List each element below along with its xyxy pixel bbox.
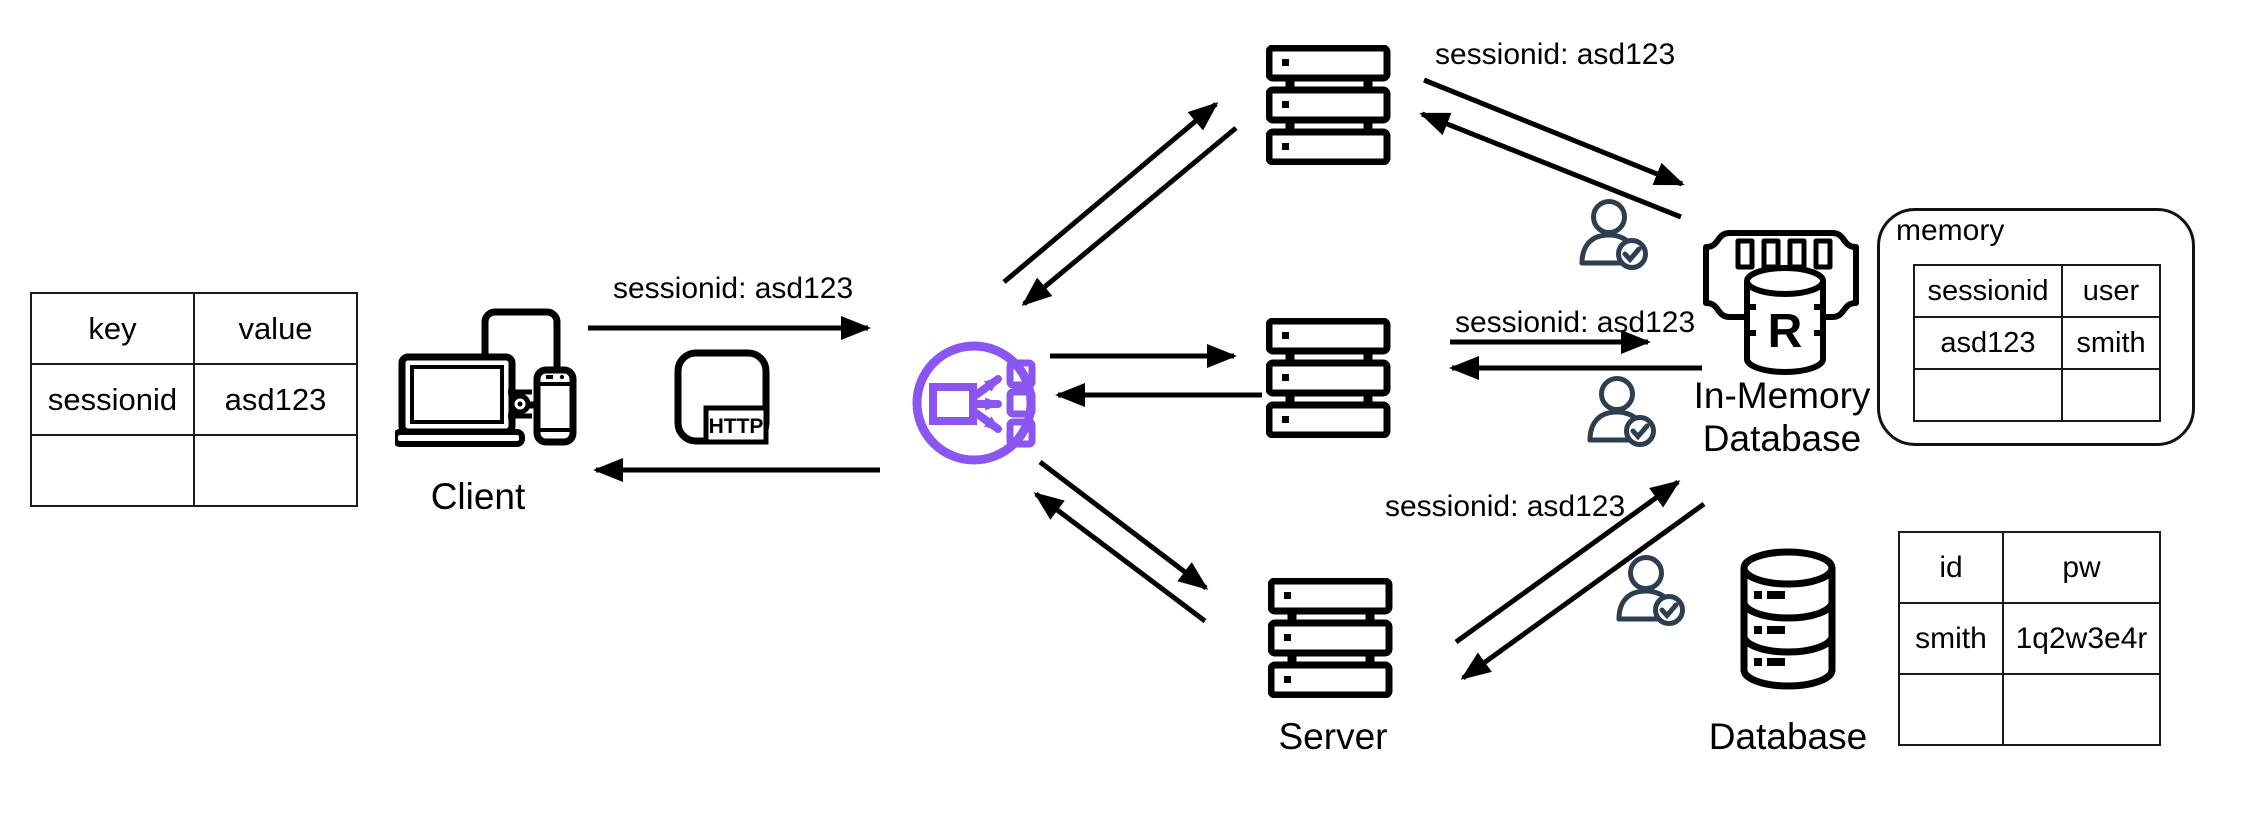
load-balancer-icon: [908, 337, 1040, 474]
table-row: smith 1q2w3e4r: [1898, 602, 2161, 675]
lb-target-square: [1006, 359, 1036, 389]
arrow-lb-to-server-bottom: [1038, 460, 1209, 590]
http-badge-text: HTTP: [709, 415, 764, 438]
http-badge: [703, 405, 769, 445]
table-row: sessionid user: [1913, 264, 2161, 318]
lb-target-square: [1006, 418, 1036, 448]
user-check-icon-top: [1575, 196, 1651, 279]
cell: [2002, 673, 2161, 746]
client-cookie-table: key value sessionid asd123: [30, 292, 358, 507]
cell: sessionid: [1913, 264, 2063, 318]
server-icon-bottom: [1267, 577, 1394, 703]
database-label: Database: [1708, 716, 1868, 757]
in-memory-label-line2: Database: [1702, 418, 1862, 459]
cell: key: [30, 292, 195, 365]
lb-fan-arrow: [972, 409, 1002, 433]
laptop-base: [392, 429, 525, 447]
lb-fan-arrow: [972, 375, 1002, 399]
arrow-imdb-to-server-bottom: [1460, 501, 1706, 681]
table-row: [1898, 673, 2161, 746]
session-label-client: sessionid: asd123: [613, 272, 854, 305]
cell: [2061, 368, 2161, 422]
cell: asd123: [1913, 316, 2063, 370]
server-icon-middle: [1265, 317, 1392, 443]
client-label: Client: [430, 476, 526, 517]
cell: user: [2061, 264, 2161, 318]
user-check-icon-middle: [1583, 373, 1659, 456]
credentials-table: id pw smith 1q2w3e4r: [1898, 531, 2161, 746]
cell: [30, 434, 195, 507]
arrow-server-top-to-imdb: [1423, 77, 1685, 187]
session-label-middle: sessionid: asd123: [1455, 306, 1696, 339]
cell: 1q2w3e4r: [2002, 602, 2161, 675]
in-memory-database-label: In-Memory Database: [1687, 374, 1877, 460]
arrow-server-top-to-lb: [1021, 126, 1238, 306]
cell: sessionid: [30, 363, 195, 436]
user-check-icon-bottom: [1612, 552, 1688, 635]
arrow-lb-to-server-top: [1002, 102, 1219, 284]
arrow-imdb-to-server-top: [1419, 111, 1682, 220]
redis-cylinder: [1744, 281, 1826, 375]
tablet-home-dot: [517, 401, 523, 407]
cell: value: [193, 292, 358, 365]
phone-camera-dot: [559, 374, 565, 380]
cell: id: [1898, 531, 2004, 604]
db-body: [1740, 568, 1836, 690]
cell: pw: [2002, 531, 2161, 604]
table-row: [1913, 368, 2161, 422]
phone-icon: [533, 366, 577, 446]
cell: [1913, 368, 2063, 422]
redis-cylinder-top: [1744, 265, 1826, 297]
table-row: key value: [30, 292, 358, 365]
table-row: id pw: [1898, 531, 2161, 604]
server-icon-top: [1265, 44, 1392, 170]
client-devices-icon: [392, 302, 585, 455]
server-label: Server: [1278, 716, 1388, 757]
session-label-top: sessionid: asd123: [1435, 38, 1676, 71]
arrow-server-bottom-to-imdb: [1454, 479, 1681, 645]
cell: smith: [2061, 316, 2161, 370]
db-top: [1740, 548, 1836, 588]
lb-target-square: [1006, 388, 1036, 418]
cell: smith: [1898, 602, 2004, 675]
cell: asd123: [193, 363, 358, 436]
arrow-server-bottom-to-lb: [1033, 492, 1207, 623]
table-row: sessionid asd123: [30, 363, 358, 436]
cell: [193, 434, 358, 507]
session-label-bottom: sessionid: asd123: [1385, 490, 1626, 523]
db-band: [1740, 601, 1836, 622]
http-icon: HTTP: [672, 347, 772, 452]
memory-store-table: sessionid user asd123 smith: [1913, 264, 2161, 422]
in-memory-label-line1: In-Memory: [1693, 375, 1871, 416]
table-row: [30, 434, 358, 507]
memory-region-label: memory: [1896, 214, 2005, 247]
db-band: [1740, 635, 1836, 656]
cell: [1898, 673, 2004, 746]
database-icon: [1736, 544, 1840, 699]
table-row: asd123 smith: [1913, 316, 2161, 370]
in-memory-database-icon: R: [1700, 225, 1870, 385]
laptop-inner-screen: [410, 365, 504, 424]
redis-letter: R: [1768, 305, 1803, 358]
